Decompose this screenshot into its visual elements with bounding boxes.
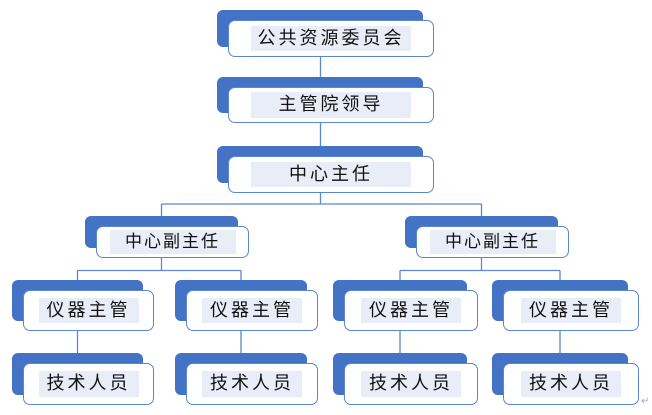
node-label: 技术人员 <box>202 371 302 397</box>
node-label: 技术人员 <box>38 371 139 397</box>
node-box: 仪器主管 <box>503 290 639 331</box>
node-label: 中心副主任 <box>109 229 236 255</box>
org-node-deputy-director-right[interactable]: 中心副主任 <box>405 216 569 258</box>
node-label: 仪器主管 <box>202 297 302 324</box>
org-node-committee[interactable]: 公共资源委员会 <box>217 10 434 57</box>
node-label: 技术人员 <box>361 371 461 397</box>
org-node-instrument-supervisor-2[interactable]: 仪器主管 <box>175 280 318 331</box>
org-node-center-director[interactable]: 中心主任 <box>217 146 434 193</box>
node-box: 技术人员 <box>344 363 478 405</box>
org-node-technician-3[interactable]: 技术人员 <box>333 353 478 405</box>
node-box: 公共资源委员会 <box>228 20 434 57</box>
paragraph-mark: ↵ <box>641 396 650 407</box>
node-box: 主管院领导 <box>228 87 434 123</box>
node-label: 主管院领导 <box>251 92 411 118</box>
node-box: 技术人员 <box>186 363 318 405</box>
org-node-instrument-supervisor-3[interactable]: 仪器主管 <box>333 280 478 331</box>
node-label: 中心副主任 <box>429 229 556 255</box>
node-label: 仪器主管 <box>361 297 461 324</box>
node-box: 技术人员 <box>23 363 154 405</box>
org-node-technician-4[interactable]: 技术人员 <box>492 353 639 405</box>
node-box: 中心副主任 <box>96 226 249 258</box>
node-box: 中心副主任 <box>416 226 569 258</box>
node-label: 公共资源委员会 <box>251 25 411 52</box>
node-label: 仪器主管 <box>521 297 621 324</box>
node-box: 仪器主管 <box>344 290 478 331</box>
node-box: 仪器主管 <box>186 290 318 331</box>
org-node-deputy-director-left[interactable]: 中心副主任 <box>85 216 249 258</box>
node-box: 中心主任 <box>228 156 434 193</box>
org-node-institute-leaders[interactable]: 主管院领导 <box>217 77 434 123</box>
org-node-instrument-supervisor-1[interactable]: 仪器主管 <box>12 280 154 331</box>
org-node-technician-1[interactable]: 技术人员 <box>12 353 154 405</box>
node-label: 中心主任 <box>251 161 411 188</box>
org-node-technician-2[interactable]: 技术人员 <box>175 353 318 405</box>
org-node-instrument-supervisor-4[interactable]: 仪器主管 <box>492 280 639 331</box>
node-label: 仪器主管 <box>38 297 139 324</box>
node-label: 技术人员 <box>521 371 621 397</box>
node-box: 仪器主管 <box>23 290 154 331</box>
node-box: 技术人员 <box>503 363 639 405</box>
